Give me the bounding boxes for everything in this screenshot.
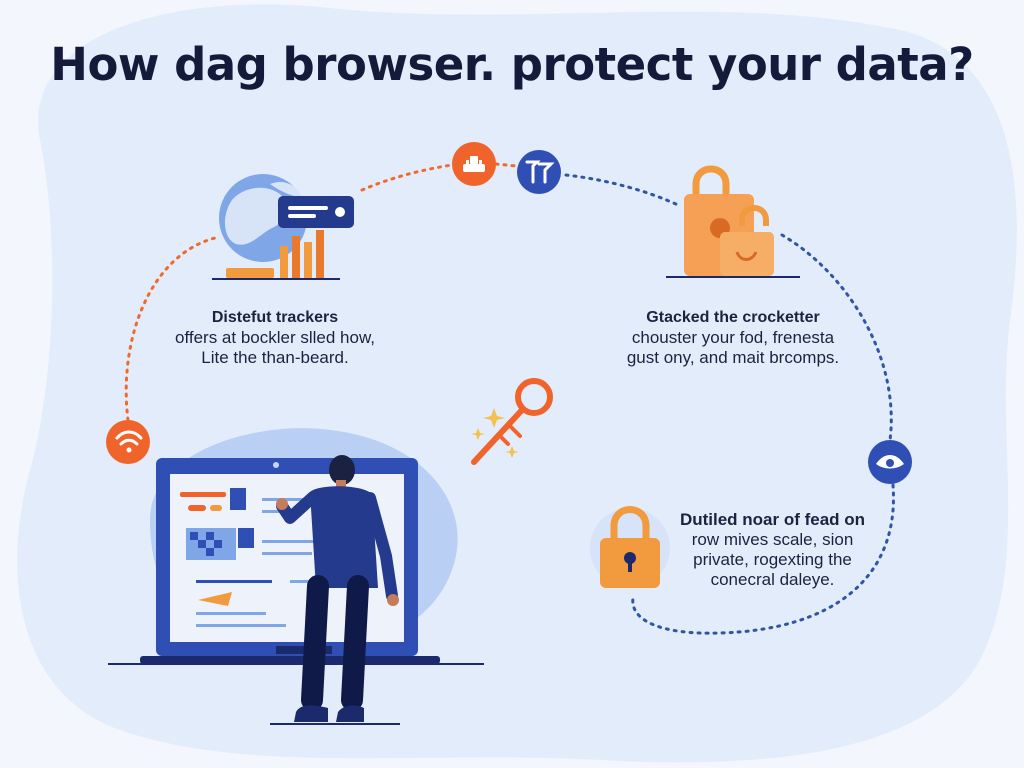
locks-caption-line: gust ony, and mait brcomps.: [626, 348, 840, 367]
person-illustration: [270, 455, 400, 725]
trackers-caption-heading: Distefut trackers: [211, 309, 339, 326]
trackers-caption: Distefut trackers offers at bockler slle…: [150, 308, 400, 368]
connector-right: [780, 233, 893, 442]
trackers-caption-line: Lite the than-beard.: [201, 348, 349, 367]
padlock-pair-illustration: [666, 165, 800, 278]
bar-4: [316, 230, 324, 278]
bar-2: [292, 236, 300, 278]
connector-left: [124, 236, 217, 422]
page-title: How dag browser. protect your data?: [50, 38, 974, 91]
connector-top-left: [360, 163, 454, 192]
connector-top-right: [564, 173, 680, 207]
sparkle-2: [471, 428, 485, 440]
connector-bottom-right: [631, 483, 895, 635]
privacy-caption-line: private, rogexting the: [693, 550, 852, 569]
laptop-base: [140, 656, 440, 664]
connector-top-mid: [494, 162, 518, 168]
trackers-caption-line: offers at bockler slled how,: [174, 328, 375, 347]
sparkle-3: [505, 446, 519, 458]
sparkle-1: [483, 408, 505, 428]
locks-caption-heading: Gtacked the crocketter: [646, 309, 820, 326]
bar-1: [280, 246, 288, 278]
privacy-caption-line: row mives scale, sion: [691, 530, 854, 549]
eye-icon: [868, 440, 912, 484]
bar-3: [304, 242, 312, 278]
tools-icon: [517, 150, 561, 194]
privacy-caption: Dutiled noar of fead on row mives scale,…: [660, 510, 885, 590]
privacy-lock-illustration: [590, 506, 670, 588]
locks-caption: Gtacked the crocketter chouster your fod…: [598, 308, 868, 368]
browser-card: [278, 196, 354, 228]
tools-node: [452, 142, 496, 186]
privacy-caption-heading: Dutiled noar of fead on: [679, 510, 866, 529]
locks-caption-line: chouster your fod, frenesta: [631, 328, 835, 347]
trackers-illustration: [212, 174, 354, 280]
wifi-icon: [106, 420, 150, 464]
key-icon: [471, 378, 553, 465]
privacy-caption-line: conecral daleye.: [710, 570, 835, 589]
